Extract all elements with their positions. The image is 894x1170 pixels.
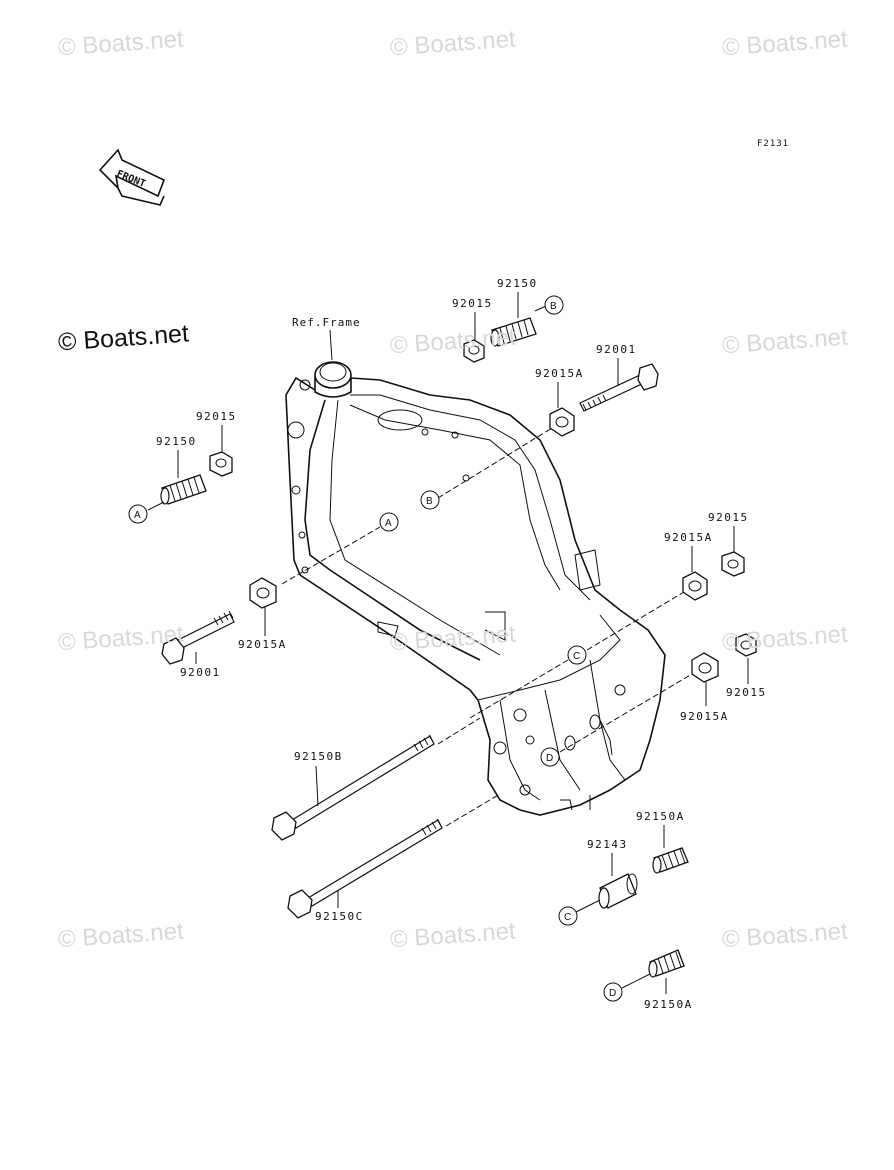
part-label-92015-right-top: 92015 xyxy=(708,511,749,524)
part-label-92015a: 92015A xyxy=(535,367,584,380)
nut-92015-right-mid xyxy=(735,633,757,657)
svg-text:C: C xyxy=(573,651,580,662)
bolt-92001-left xyxy=(161,610,235,665)
collar-92015a-right-top xyxy=(682,571,708,601)
collar-92015a-left xyxy=(249,577,277,609)
sleeve-92143 xyxy=(598,873,638,909)
nut-92015-top xyxy=(463,339,485,363)
part-label-92150: 92150 xyxy=(497,277,538,290)
nut-92015-left xyxy=(209,451,233,477)
front-arrow-icon: FRONT xyxy=(98,148,166,206)
nut-92015-right-top xyxy=(721,551,745,577)
callout-b-top: B xyxy=(544,295,564,315)
svg-text:D: D xyxy=(546,753,553,764)
ref-frame-label: Ref.Frame xyxy=(292,316,361,329)
part-label-92015-left: 92015 xyxy=(196,410,237,423)
collar-92015a-top xyxy=(549,407,575,437)
frame-drawing xyxy=(285,361,666,816)
part-label-92150a-top: 92150A xyxy=(636,810,685,823)
callout-d-frame: D xyxy=(540,747,560,767)
svg-text:A: A xyxy=(385,518,392,529)
spacer-92150-left xyxy=(160,474,207,505)
callout-b-mid: B xyxy=(420,490,440,510)
part-label-92001: 92001 xyxy=(596,343,637,356)
bolt-92001-top xyxy=(579,363,659,412)
part-label-92015-right-mid: 92015 xyxy=(726,686,767,699)
part-label-92150a-bottom: 92150A xyxy=(644,998,693,1011)
part-label-92143: 92143 xyxy=(587,838,628,851)
part-label-92150c: 92150C xyxy=(315,910,364,923)
part-label-92150b: 92150B xyxy=(294,750,343,763)
bolt-92150b xyxy=(271,734,435,841)
part-label-92015: 92015 xyxy=(452,297,493,310)
part-label-92150-left: 92150 xyxy=(156,435,197,448)
figure-id: F2131 xyxy=(757,139,789,149)
svg-text:B: B xyxy=(426,496,433,507)
spacer-92150a-bottom xyxy=(648,949,685,978)
part-label-92001-left: 92001 xyxy=(180,666,221,679)
svg-text:C: C xyxy=(564,912,571,923)
spacer-92150a-top xyxy=(652,847,689,874)
part-label-92015a-right-mid: 92015A xyxy=(680,710,729,723)
bolt-92150c xyxy=(287,818,443,919)
callout-d-bottom: D xyxy=(603,982,623,1002)
callout-a-left: A xyxy=(128,504,148,524)
collar-92015a-right-mid xyxy=(691,652,719,683)
part-label-92015a-right-top: 92015A xyxy=(664,531,713,544)
callout-c-frame: C xyxy=(567,645,587,665)
part-label-92015a-left: 92015A xyxy=(238,638,287,651)
svg-text:D: D xyxy=(609,988,616,999)
callout-c-bottom: C xyxy=(558,906,578,926)
spacer-92150-top xyxy=(490,317,537,347)
svg-text:B: B xyxy=(550,301,557,312)
callout-a-mid: A xyxy=(379,512,399,532)
svg-text:A: A xyxy=(134,510,141,521)
